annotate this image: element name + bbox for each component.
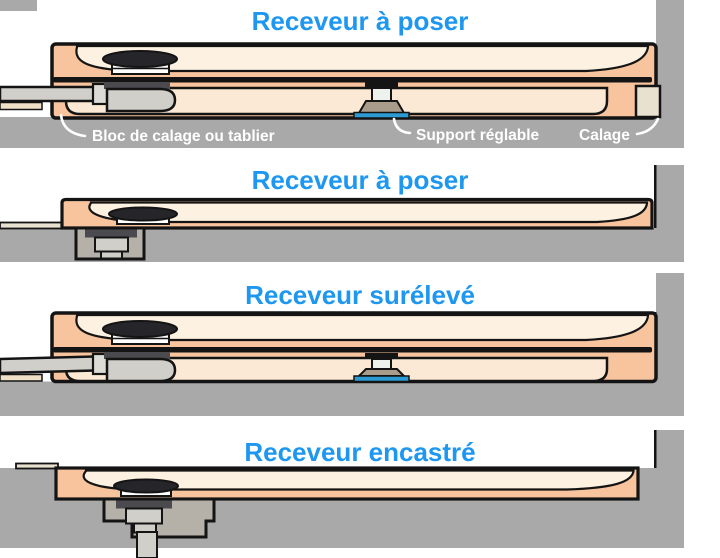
adjustable-support [353,82,410,119]
support-pad [353,111,410,119]
left-ledge [0,101,43,111]
support-mount [365,353,398,359]
drain-flange [104,82,170,89]
drain-body [125,507,163,525]
drain-flange [116,500,172,509]
drain-assembly [0,50,178,113]
panel-title-4: Receveur encastré [244,437,476,467]
drain-stub [100,250,123,260]
wall-edge-line [654,430,657,470]
drain-assembly [102,478,216,558]
tray-basin [75,313,650,342]
support-pad [353,375,410,383]
pointer-shim [635,117,660,136]
drain-down-pipe [136,531,158,558]
drain-flange [85,229,137,238]
panel-receveur-encastre: Receveur encastré [0,430,720,558]
panel-title-1: Receveur à poser [251,6,469,36]
left-ledge [0,373,43,382]
adjustable-support [353,353,410,383]
apron-block [64,86,609,116]
drain-flange [104,352,170,359]
cross-section-drawing-3 [0,273,684,416]
drain-trap [105,357,177,383]
left-ledge [15,462,59,470]
label-support: Support réglable [416,127,540,144]
support-foot [357,100,406,114]
pointer-support [392,117,412,135]
drain-cap [113,478,179,494]
cross-section-drawing-2 [0,165,684,262]
tray-underside-line [53,77,652,83]
tray-basin [75,44,650,73]
panel-title-3: Receveur surélevé [245,280,475,310]
drain-cap [108,206,178,222]
tray-basin [88,201,649,224]
support-foot [356,368,407,377]
apron-block [64,356,609,383]
drain-body [94,236,129,253]
support-rod [371,358,392,370]
tray-underside-line [53,347,652,353]
tray-basin [82,469,635,491]
wall-edge-line [654,165,657,262]
label-apron: Bloc de calage ou tablier [92,128,275,145]
wall-stub-top-left [0,0,37,11]
drain-assembly [74,206,178,261]
drain-trap [105,87,177,113]
support-rod [371,87,392,102]
cross-section-drawing-4 [0,430,684,558]
support-mount [365,82,398,89]
panel-receveur-a-poser-1: Bloc de calage ou tablier Support réglab… [0,0,720,150]
shim-block [634,84,662,119]
floor-slab [0,381,684,416]
left-ledge [0,221,63,230]
label-shim: Calage [579,127,630,144]
floor-slab [0,117,684,148]
panel-title-2: Receveur à poser [251,165,469,195]
drain-cap [102,50,178,68]
panel-receveur-a-poser-2: Receveur à poser [0,150,720,280]
pointer-apron [59,113,87,138]
cross-section-drawing-1: Bloc de calage ou tablier Support réglab… [0,0,684,148]
panel-receveur-sureleve: Receveur surélevé [0,270,720,425]
drain-assembly [0,320,178,383]
drain-cap [102,320,178,338]
